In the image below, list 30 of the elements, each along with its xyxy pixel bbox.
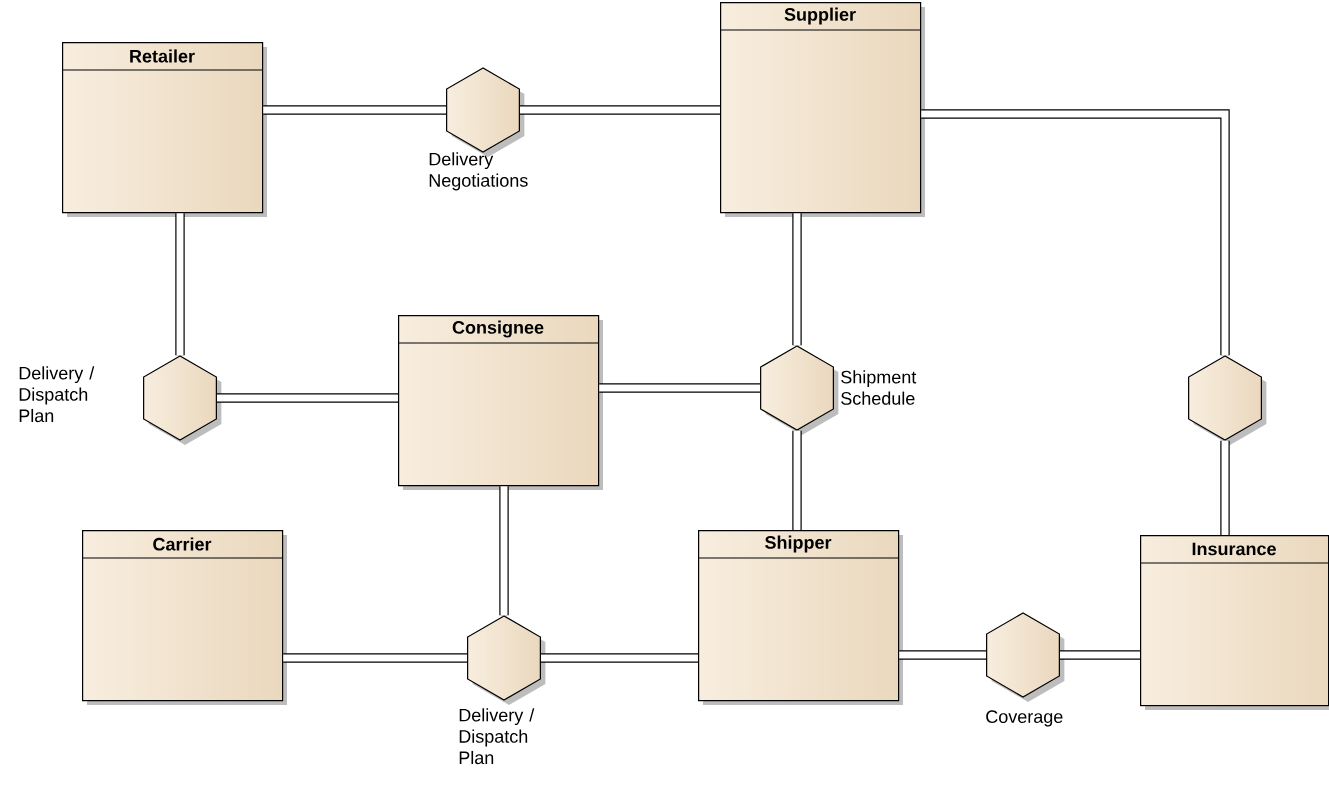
- connector: [541, 653, 698, 663]
- connector: [792, 213, 802, 346]
- connector: [520, 105, 720, 115]
- hexagon: [143, 355, 222, 445]
- connector: [499, 486, 509, 616]
- hexagon: [467, 615, 546, 705]
- connector: [899, 650, 987, 660]
- node-caption: Delivery / Dispatch Plan: [19, 366, 95, 423]
- class-box: Insurance: [1139, 535, 1329, 710]
- node-caption: Shipment Schedule: [841, 370, 917, 405]
- hexagon: [986, 612, 1065, 702]
- connector: [283, 653, 467, 663]
- node-caption: Coverage: [986, 710, 1063, 727]
- node-caption: Delivery / Dispatch Plan: [459, 708, 535, 765]
- connector: [599, 383, 761, 393]
- hexagon: [760, 345, 839, 435]
- class-box: Consignee: [397, 315, 603, 490]
- connector: [1060, 650, 1140, 660]
- connector: [217, 393, 398, 403]
- connector: [263, 105, 446, 115]
- hexagon: [1188, 355, 1267, 445]
- class-box: Retailer: [61, 42, 267, 217]
- class-box: Shipper: [697, 530, 903, 705]
- connector: [792, 430, 802, 530]
- class-box: Supplier: [719, 2, 925, 217]
- class-box: Carrier: [81, 530, 287, 705]
- connector: [921, 109, 1230, 356]
- node-caption: Delivery Negotiations: [429, 152, 528, 191]
- connector: [175, 213, 185, 356]
- connector: [1220, 440, 1230, 535]
